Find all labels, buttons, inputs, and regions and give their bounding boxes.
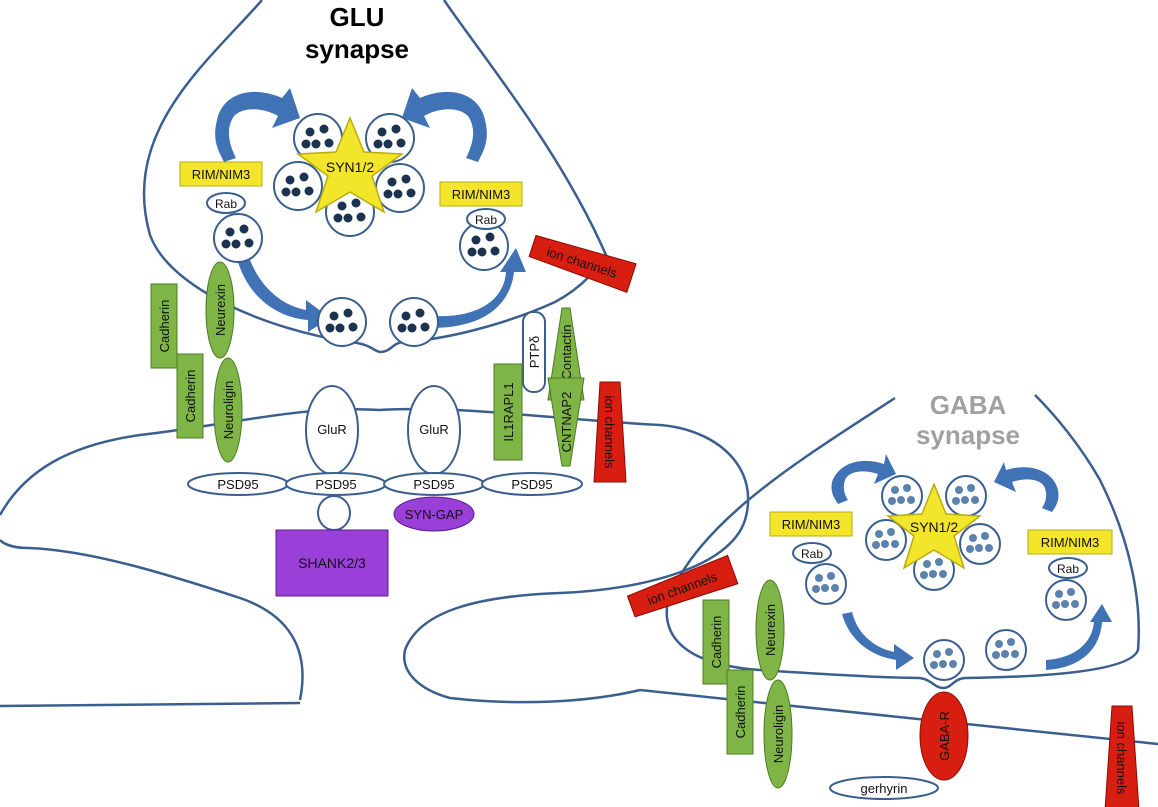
gaba-rab-right [1048,557,1088,579]
gaba-vesicle-docked [923,639,965,681]
gaba-rab-left [792,542,832,564]
gaba-cadherin-upper: Cadherin [702,599,730,685]
glu-rab-left-label: Rab [215,197,237,211]
gaba-title-line1: GABA [930,390,1007,420]
gaba-rim-left-label: RIM/NIM3 [782,517,841,532]
gaba-receptor: GABA-R [919,691,969,781]
glu-psd95-label: PSD95 [511,477,552,492]
gaba-syn-label: SYN1/2 [910,519,958,535]
gaba-arrow-top-right [994,462,1059,512]
glu-neurexin: Neurexin [205,261,235,359]
gaba-ion-channel-right: ion channels [1104,705,1140,807]
glu-shank-box [275,529,389,597]
glu-cntnap2: CNTNAP2 [547,377,585,467]
gaba-vesicle-docked [985,629,1027,671]
dendrite-shaft [0,688,1158,746]
glu-cadherin-upper-label: Cadherin [157,300,172,353]
gaba-rab-right-label: Rab [1057,562,1079,576]
glu-vesicle [459,221,509,271]
gaba-arrow-bottom-right [1046,604,1112,670]
glu-vesicle-docked [389,297,439,347]
glu-presynaptic-membrane [142,0,608,354]
gaba-gephyrin [829,776,939,800]
glu-rab-right [466,208,506,230]
gaba-arrow-top-left [831,454,896,504]
glu-psd95 [481,472,583,496]
gaba-vesicle [805,563,847,605]
glu-cadherin-upper: Cadherin [150,283,178,369]
glu-rab-left [206,192,246,214]
glu-cycle-arrows [215,88,526,332]
gaba-neurexin-label: Neurexin [763,604,778,656]
glu-ion-channel-side: ion channels [593,381,627,483]
gaba-receptor-label: GABA-R [937,711,952,761]
gaba-neurexin: Neurexin [755,579,785,681]
gaba-vesicle [865,519,907,561]
glu-title-line1: GLU [330,2,385,32]
glu-neuroligin: Neuroligin [213,357,243,463]
gaba-cadherin-lower-label: Cadherin [733,686,748,739]
glu-title-line2: synapse [305,34,409,64]
gaba-vesicle [945,475,987,517]
glu-neuroligin-label: Neuroligin [221,381,236,440]
glu-ptp: PTPδ [522,311,546,393]
glu-vesicle [365,113,415,163]
glu-vesicle [213,213,263,263]
gaba-cycle-arrows [831,454,1112,670]
gaba-cadherin-upper-label: Cadherin [709,616,724,669]
glu-rim-right-box [439,181,523,207]
gaba-title-line2: synapse [916,420,1020,450]
glu-rim-left-label: RIM/NIM3 [192,167,251,182]
gaba-neuroligin: Neuroligin [763,679,793,789]
glu-spine-neck-left [0,539,304,701]
gaba-neuroligin-label: Neuroligin [771,705,786,764]
glu-psd95-label: PSD95 [217,477,258,492]
glu-cadherin-lower-label: Cadherin [183,370,198,423]
glu-contactin-label: Contactin [559,325,574,380]
glu-rab-right-label: Rab [475,213,497,227]
glu-syn-star [295,116,405,214]
glu-il1rapl1-label: IL1RAPL1 [501,382,516,441]
glu-vesicle [375,163,425,213]
glu-rim-left-box [179,161,263,187]
glu-cadherin-lower: Cadherin [176,353,204,439]
glu-vesicle [273,161,323,211]
glu-arrow-bottom-right [432,248,526,328]
glu-psd95-label: PSD95 [315,477,356,492]
gaba-ion-channel-right-label: ion channels [1114,722,1129,795]
glu-ptp-label: PTPδ [527,336,542,369]
gaba-cadherin-lower: Cadherin [726,669,754,755]
gaba-vesicle [881,475,923,517]
glu-shank-linker [317,495,351,531]
glu-cntnap2-label: CNTNAP2 [559,392,574,453]
gaba-rab-left-label: Rab [801,547,823,561]
gaba-gephyrin-label: gerhyrin [861,781,908,796]
glu-postsynaptic-membrane [0,407,750,704]
gaba-vesicles [805,475,1087,681]
glu-syn-gap [393,496,475,532]
gaba-arrow-bottom-left [842,612,914,670]
glu-syn-gap-label: SYN-GAP [405,507,464,522]
glu-arrow-top-left [215,88,300,162]
gaba-syn-star [885,481,983,570]
glu-glur-left-label: GluR [317,422,347,437]
glu-psd95-label: PSD95 [413,477,454,492]
glu-neurexin-label: Neurexin [213,284,228,336]
glu-glur-right-label: GluR [419,422,449,437]
glu-syn-label: SYN1/2 [326,159,374,175]
glu-il1rapl1: IL1RAPL1 [493,363,523,461]
glu-arrow-top-right [402,88,487,162]
gaba-rim-right-label: RIM/NIM3 [1041,535,1100,550]
glu-arrow-bottom-left [238,260,330,332]
glu-rim-right-label: RIM/NIM3 [452,187,511,202]
glu-ion-channel-side-label: ion channels [602,396,617,469]
gaba-vesicle [959,523,1001,565]
gaba-vesicle [1045,579,1087,621]
gaba-rim-left-box [769,511,853,537]
glu-shank-label: SHANK2/3 [298,555,366,571]
gaba-rim-right-box [1027,529,1113,555]
glu-vesicle-docked [317,297,367,347]
